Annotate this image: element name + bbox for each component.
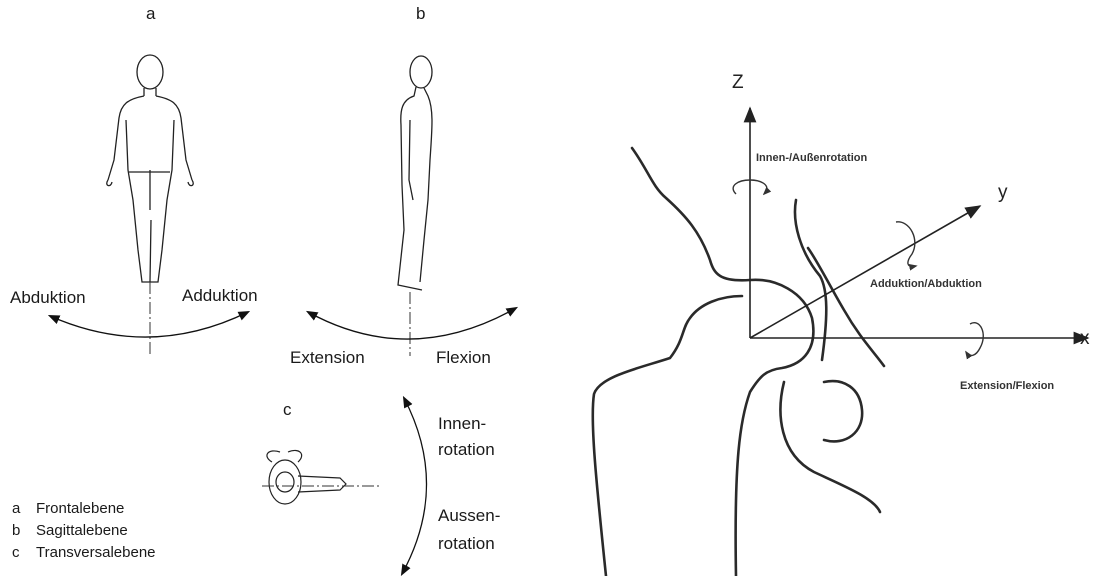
z-rotation-label: Innen-/Außenrotation bbox=[756, 152, 867, 164]
frontal-arc-arrow bbox=[50, 312, 248, 337]
y-axis bbox=[750, 206, 980, 338]
hip-axes-panel: Z y x Innen-/Außenrotation Adduktion/Abd… bbox=[560, 0, 1093, 576]
extension-label: Extension bbox=[290, 348, 365, 368]
sagittal-arc-arrow bbox=[308, 308, 516, 339]
legend-row: c Transversalebene bbox=[12, 542, 156, 564]
x-rotation-symbol bbox=[966, 323, 983, 356]
legend-key: a bbox=[12, 498, 24, 520]
adduktion-label: Adduktion bbox=[182, 286, 258, 306]
label-a: a bbox=[146, 4, 155, 24]
label-b: b bbox=[416, 4, 425, 24]
planes-legend: a Frontalebene b Sagittalebene c Transve… bbox=[12, 498, 156, 564]
transverse-arc-arrow bbox=[402, 398, 427, 574]
legend-label: Transversalebene bbox=[36, 542, 156, 564]
legend-row: b Sagittalebene bbox=[12, 520, 156, 542]
top-figure bbox=[267, 450, 346, 504]
y-rotation-label: Adduktion/Abduktion bbox=[870, 278, 982, 290]
legend-label: Sagittalebene bbox=[36, 520, 128, 542]
front-figure bbox=[107, 55, 193, 282]
hip-axes-drawing bbox=[560, 0, 1093, 576]
hip-outline bbox=[593, 148, 884, 576]
label-c: c bbox=[283, 400, 292, 420]
legend-key: c bbox=[12, 542, 24, 564]
x-rotation-label: Extension/Flexion bbox=[960, 380, 1054, 392]
z-axis-label: Z bbox=[732, 72, 744, 94]
side-figure bbox=[398, 56, 432, 290]
innenrotation-line2: rotation bbox=[438, 440, 495, 460]
aussenrotation-line1: Aussen- bbox=[438, 506, 500, 526]
legend-key: b bbox=[12, 520, 24, 542]
y-axis-label: y bbox=[998, 182, 1008, 204]
aussenrotation-line2: rotation bbox=[438, 534, 495, 554]
abduktion-label: Abduktion bbox=[10, 288, 86, 308]
x-axis-label: x bbox=[1080, 328, 1090, 350]
legend-label: Frontalebene bbox=[36, 498, 124, 520]
planes-panel: a b c Abduktion Adduktion Extension Flex… bbox=[0, 0, 560, 576]
innenrotation-line1: Innen- bbox=[438, 414, 486, 434]
legend-row: a Frontalebene bbox=[12, 498, 156, 520]
flexion-label: Flexion bbox=[436, 348, 491, 368]
